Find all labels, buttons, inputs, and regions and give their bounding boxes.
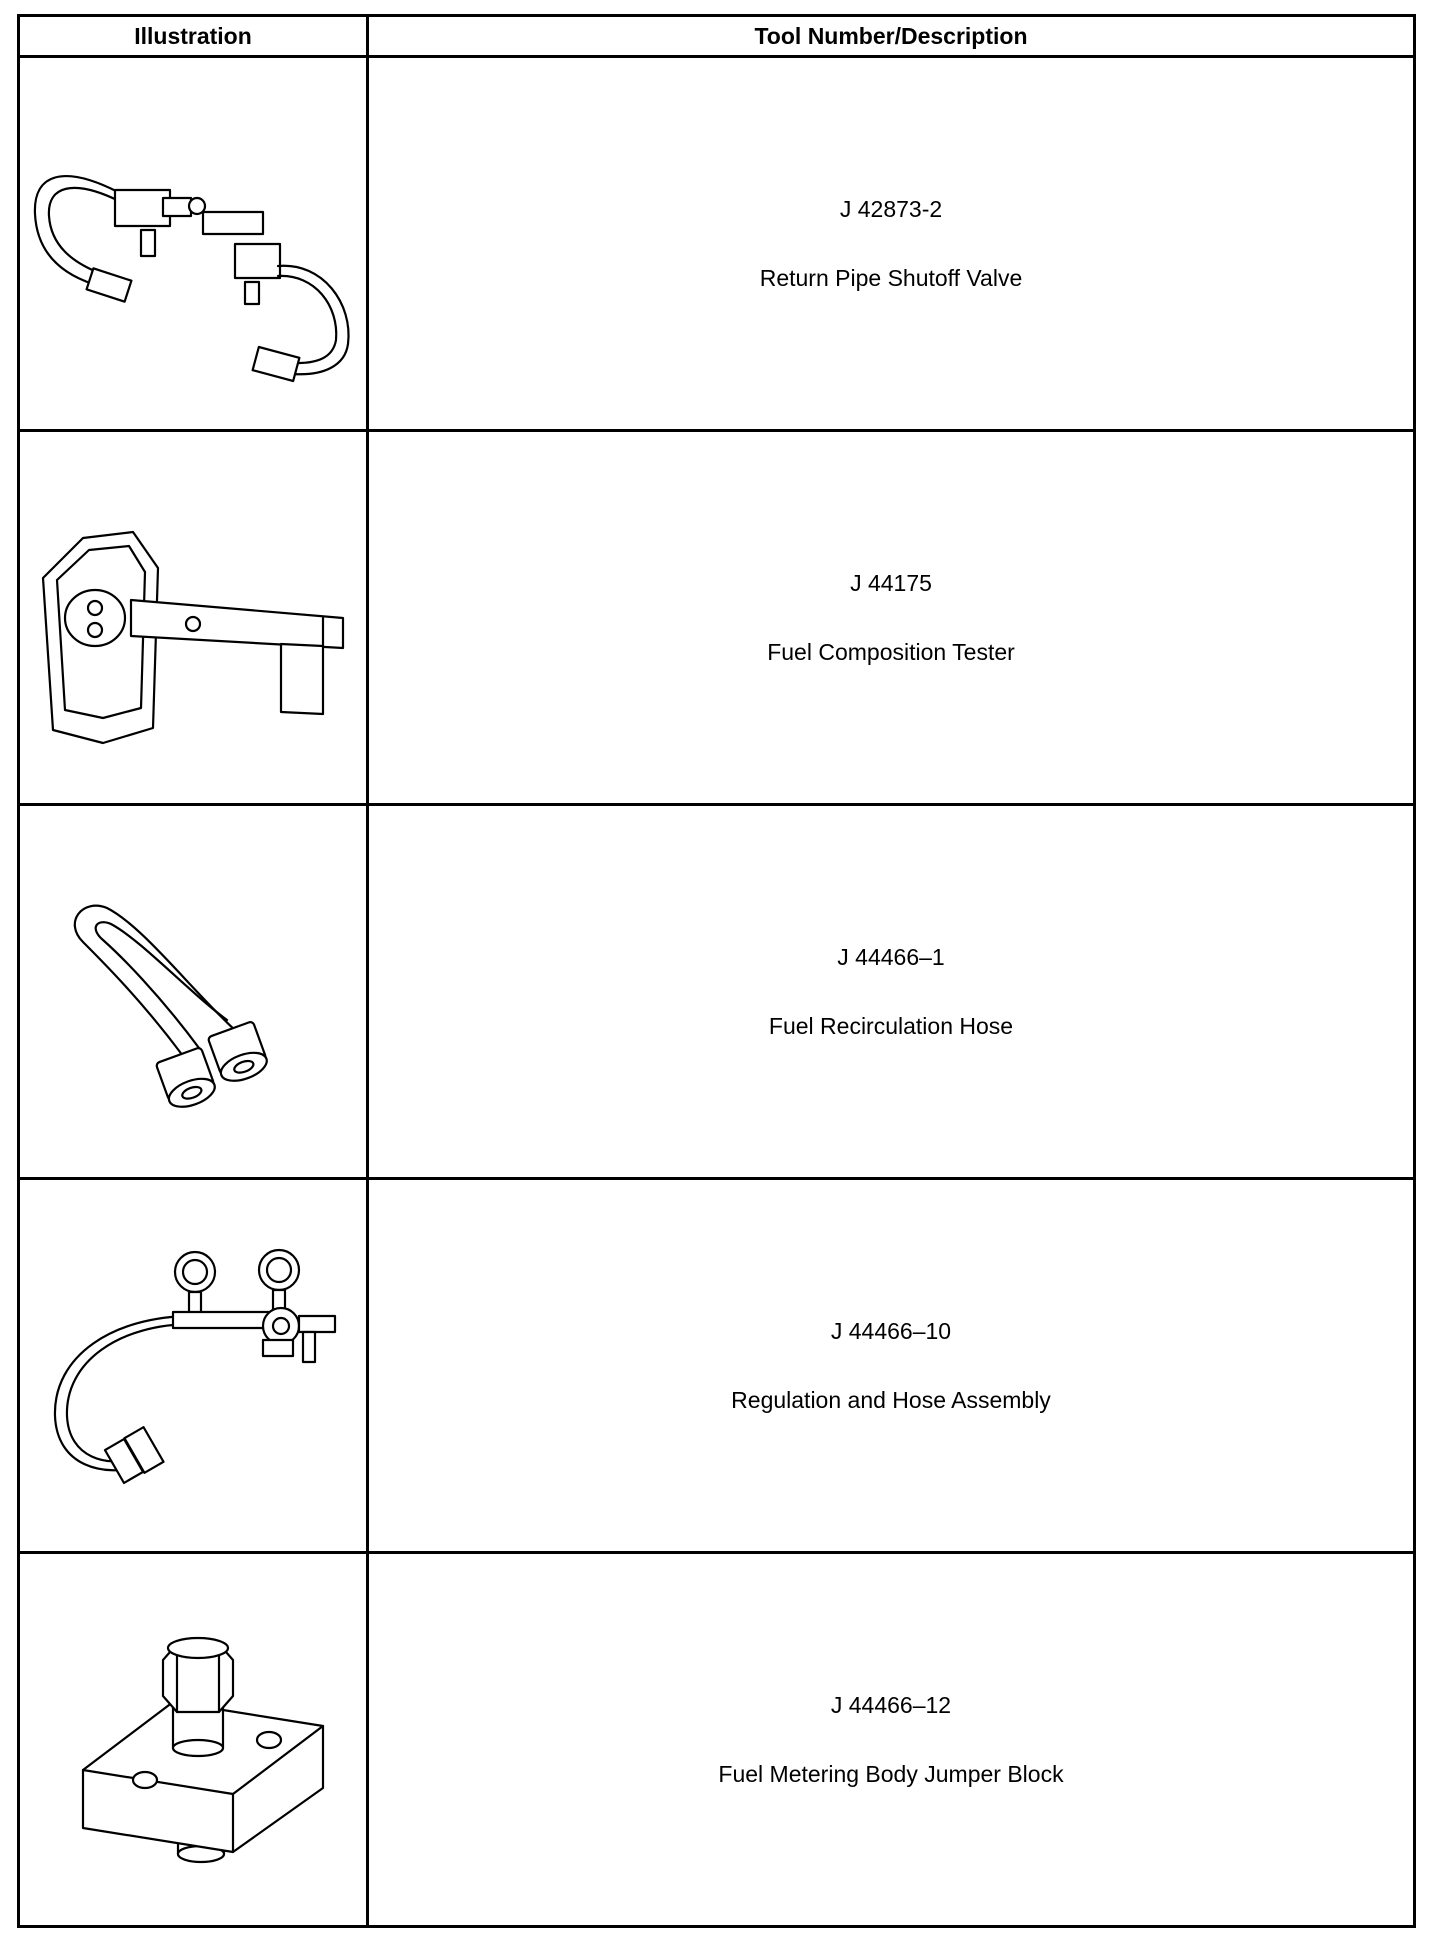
return-pipe-shutoff-valve-icon	[33, 174, 350, 382]
tool-number: J 42873-2	[839, 195, 943, 222]
tool-description: Return Pipe Shutoff Valve	[759, 264, 1023, 291]
illustration-cell	[17, 1551, 369, 1928]
tool-number: J 44466–12	[830, 1691, 952, 1718]
tool-description: Fuel Composition Tester	[767, 638, 1015, 665]
tool-description: Fuel Recirculation Hose	[768, 1012, 1014, 1039]
illustration-cell	[17, 429, 369, 806]
description-cell: J 44466–12 Fuel Metering Body Jumper Blo…	[366, 1551, 1416, 1928]
tool-number: J 44175	[850, 569, 932, 596]
tool-header: Tool Number/Description	[366, 14, 1416, 58]
table-row: J 42873-2 Return Pipe Shutoff Valve	[17, 55, 1416, 432]
description-cell: J 44466–10 Regulation and Hose Assembly	[366, 1177, 1416, 1554]
illustration-cell	[17, 1177, 369, 1554]
tools-table: Illustration Tool Number/Description	[17, 14, 1416, 1928]
fuel-recirculation-hose-icon	[73, 904, 268, 1108]
description-cell: J 44175 Fuel Composition Tester	[366, 429, 1416, 806]
description-cell: J 44466–1 Fuel Recirculation Hose	[366, 803, 1416, 1180]
jumper-block-icon	[81, 1636, 325, 1863]
illustration-cell	[17, 803, 369, 1180]
header-row: Illustration Tool Number/Description	[17, 14, 1416, 58]
illustration-header: Illustration	[17, 14, 369, 58]
table-row: J 44466–10 Regulation and Hose Assembly	[17, 1177, 1416, 1554]
description-cell: J 42873-2 Return Pipe Shutoff Valve	[366, 55, 1416, 432]
regulation-hose-assembly-icon	[53, 1248, 337, 1484]
tool-description: Regulation and Hose Assembly	[731, 1386, 1051, 1413]
illustration-cell	[17, 55, 369, 432]
tool-description: Fuel Metering Body Jumper Block	[718, 1760, 1064, 1787]
table-row: J 44175 Fuel Composition Tester	[17, 429, 1416, 806]
fuel-composition-tester-icon	[41, 530, 345, 744]
tool-number: J 44466–1	[837, 943, 945, 970]
table-row: J 44466–1 Fuel Recirculation Hose	[17, 803, 1416, 1180]
table-row: J 44466–12 Fuel Metering Body Jumper Blo…	[17, 1551, 1416, 1928]
tool-number: J 44466–10	[830, 1317, 952, 1344]
